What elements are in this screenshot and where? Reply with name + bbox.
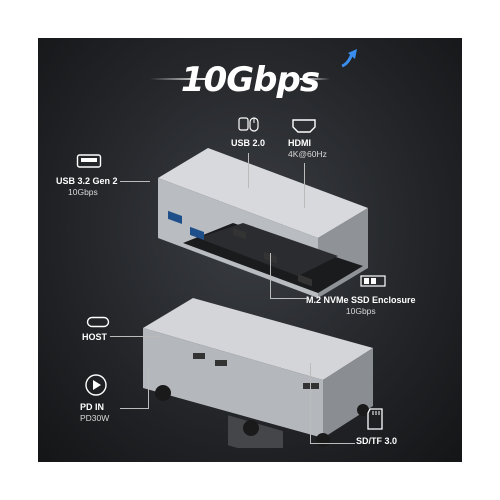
label-pdin: PD IN PD30W [80,402,109,424]
label-usb20: USB 2.0 [231,138,265,149]
headline: 10Gbps [38,60,462,100]
hub-device-top [158,148,368,298]
label-nvme-sub: 10Gbps [345,306,376,316]
label-usb32-sub: 10Gbps [68,187,98,197]
usb-a-port-icon [76,154,102,168]
label-pdin-sub: PD30W [80,413,110,423]
hub-device-bottom [143,298,373,448]
leader-sdtf [310,363,355,444]
label-host: HOST [82,332,107,343]
label-hdmi-title: HDMI [288,138,311,148]
label-pdin-title: PD IN [80,402,105,412]
up-arrow-icon [341,49,357,68]
sd-card-icon [367,408,383,430]
label-usb20-title: USB 2.0 [231,138,266,148]
label-nvme: M.2 NVMe SSD Enclosure 10Gbps [306,295,416,317]
label-nvme-title: M.2 NVMe SSD Enclosure [306,295,416,305]
label-host-title: HOST [82,332,108,342]
headline-text: 10Gbps [180,60,320,100]
label-sdtf: SD/TF 3.0 [356,436,397,447]
headline-swoosh-right [300,78,330,80]
leader-hdmi [304,163,305,208]
leader-usb20 [248,153,249,188]
product-banner: 10Gbps USB 2.0 [38,38,462,462]
label-sdtf-title: SD/TF 3.0 [356,436,398,446]
leader-usb32 [120,181,150,182]
mouse-keyboard-icon [238,117,259,132]
label-usb32: USB 3.2 Gen 2 10Gbps [56,176,118,198]
label-hdmi: HDMI 4K@60Hz [288,138,327,160]
leader-nvme [270,253,307,299]
power-delivery-icon [85,374,107,396]
ssd-icon [360,275,386,287]
leader-host [110,336,160,337]
headline-swoosh-left [150,78,210,80]
label-usb32-title: USB 3.2 Gen 2 [56,176,118,186]
leader-pdin [120,368,149,409]
label-hdmi-sub: 4K@60Hz [288,149,327,159]
hdmi-port-icon [292,119,316,133]
usb-c-port-icon [86,316,110,328]
